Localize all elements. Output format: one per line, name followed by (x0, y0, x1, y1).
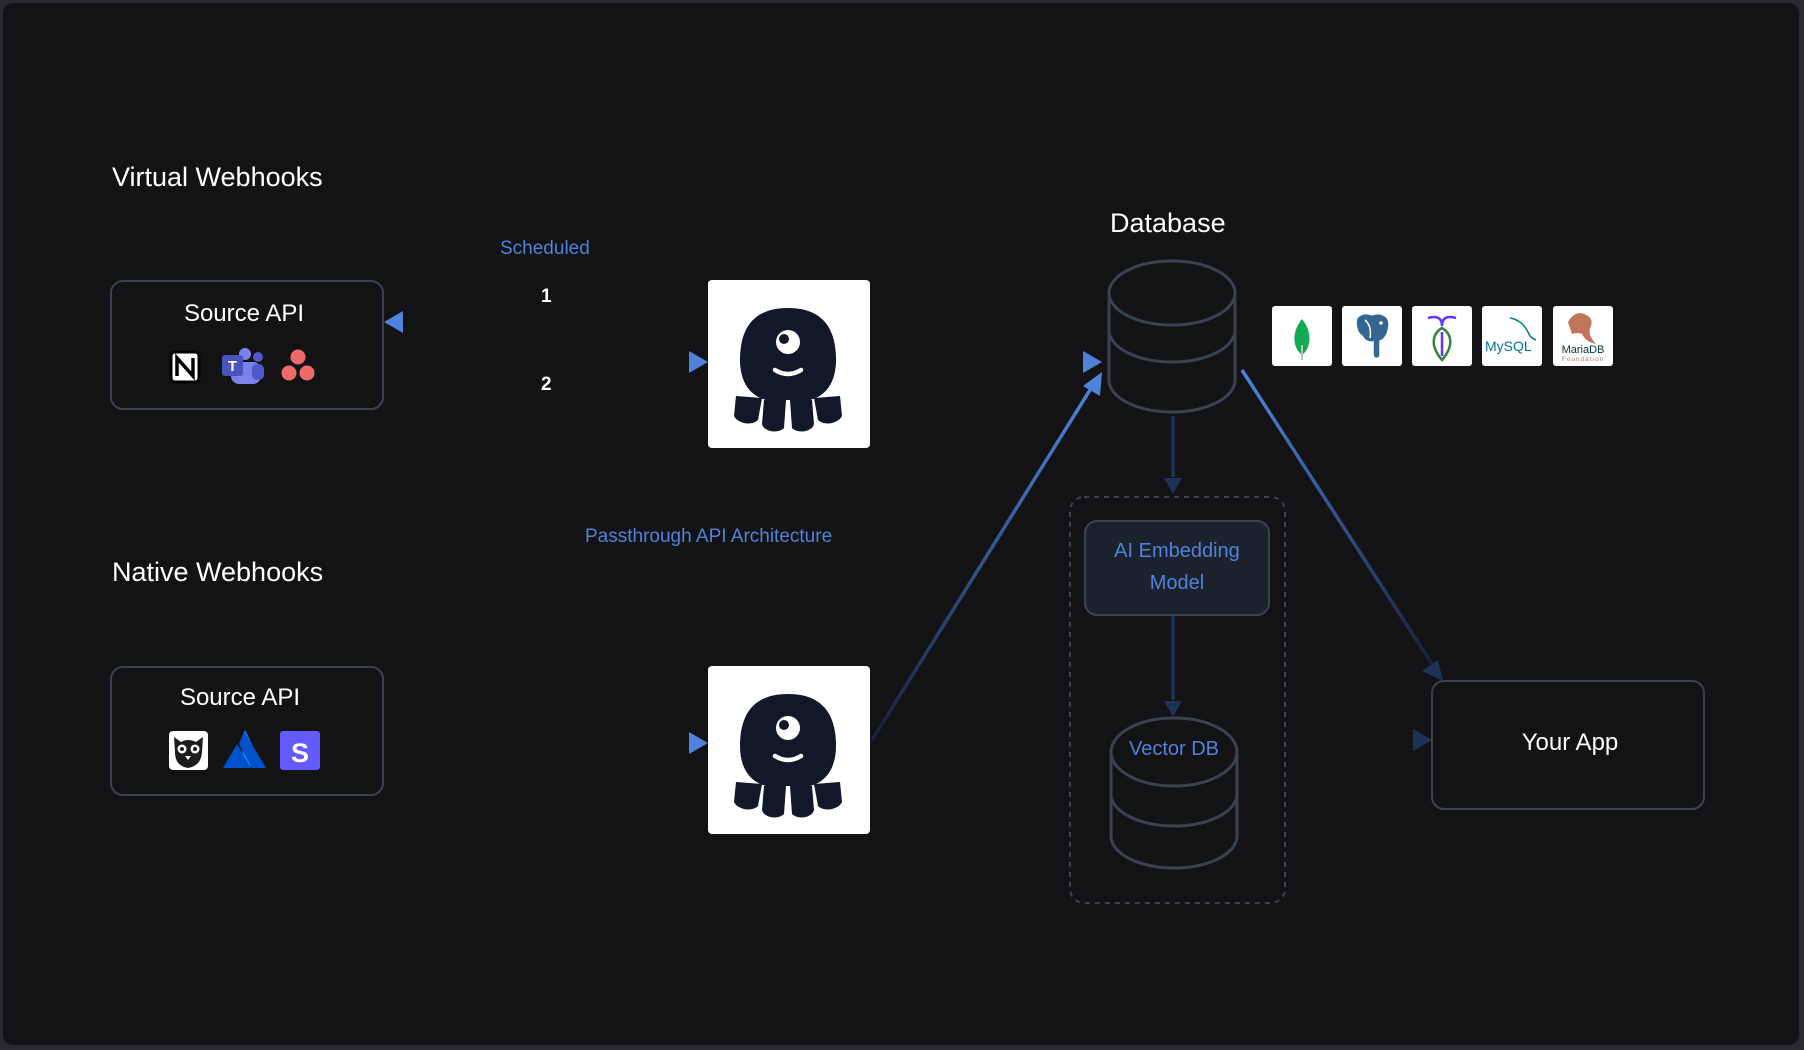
arrow-head-down (1164, 701, 1182, 717)
stripe-icon: S (280, 731, 320, 770)
vector-db-icon (1109, 716, 1239, 870)
virtual-source-api-label: Source API (183, 300, 305, 327)
native-webhooks-title: Native Webhooks (112, 557, 324, 587)
hootsuite-icon (169, 731, 208, 770)
svg-text:MySQL: MySQL (1485, 338, 1532, 354)
arrow-head-left (384, 311, 403, 333)
cockroachdb-icon (1412, 306, 1472, 366)
virtual-webhooks-title: Virtual Webhooks (112, 162, 323, 192)
diagram-background (3, 3, 1799, 1045)
your-app-label: Your App (1521, 729, 1619, 756)
atlassian-icon (223, 730, 266, 768)
svg-text:MariaDB: MariaDB (1562, 344, 1605, 356)
svg-text:T: T (228, 358, 237, 375)
vector-db-label: Vector DB (1128, 738, 1220, 760)
postgresql-icon (1342, 306, 1402, 366)
mysql-icon: MySQL (1482, 306, 1542, 366)
step-2-label: 2 (541, 374, 552, 395)
database-icon (1107, 259, 1237, 414)
arrow-head-up (1083, 372, 1102, 396)
mongodb-icon (1272, 306, 1332, 366)
arrow-native-to-database (870, 389, 1092, 741)
vector-pipeline-group (1069, 496, 1286, 904)
arrow-head-right (1413, 729, 1432, 751)
svg-text:S: S (291, 738, 309, 768)
arrow-database-to-app (1240, 369, 1434, 665)
step-1-label: 1 (541, 286, 552, 307)
arrow-head-right (689, 732, 708, 754)
arrow-head-down (1164, 478, 1182, 494)
native-source-api-label: Source API (179, 684, 301, 711)
embedding-model-box (1084, 520, 1270, 616)
scheduled-label: Scheduled (500, 238, 590, 259)
virtual-source-api-box (110, 280, 384, 410)
embedding-model-label: AI Embedding Model (1114, 540, 1240, 594)
svg-text:Foundation: Foundation (1562, 356, 1605, 363)
architecture-label: Passthrough API Architecture (585, 526, 833, 547)
arrow-head-right (689, 351, 708, 373)
asana-icon (281, 349, 315, 381)
arrow-head-right (1083, 351, 1102, 373)
native-source-api-box (110, 666, 384, 796)
database-title: Database (1110, 208, 1226, 238)
microsoft-teams-icon: T (222, 348, 264, 384)
arrow-head-down (1422, 660, 1443, 681)
your-app-box (1431, 680, 1705, 810)
mariadb-icon: MariaDB Foundation (1553, 306, 1613, 366)
notion-icon (169, 350, 201, 384)
